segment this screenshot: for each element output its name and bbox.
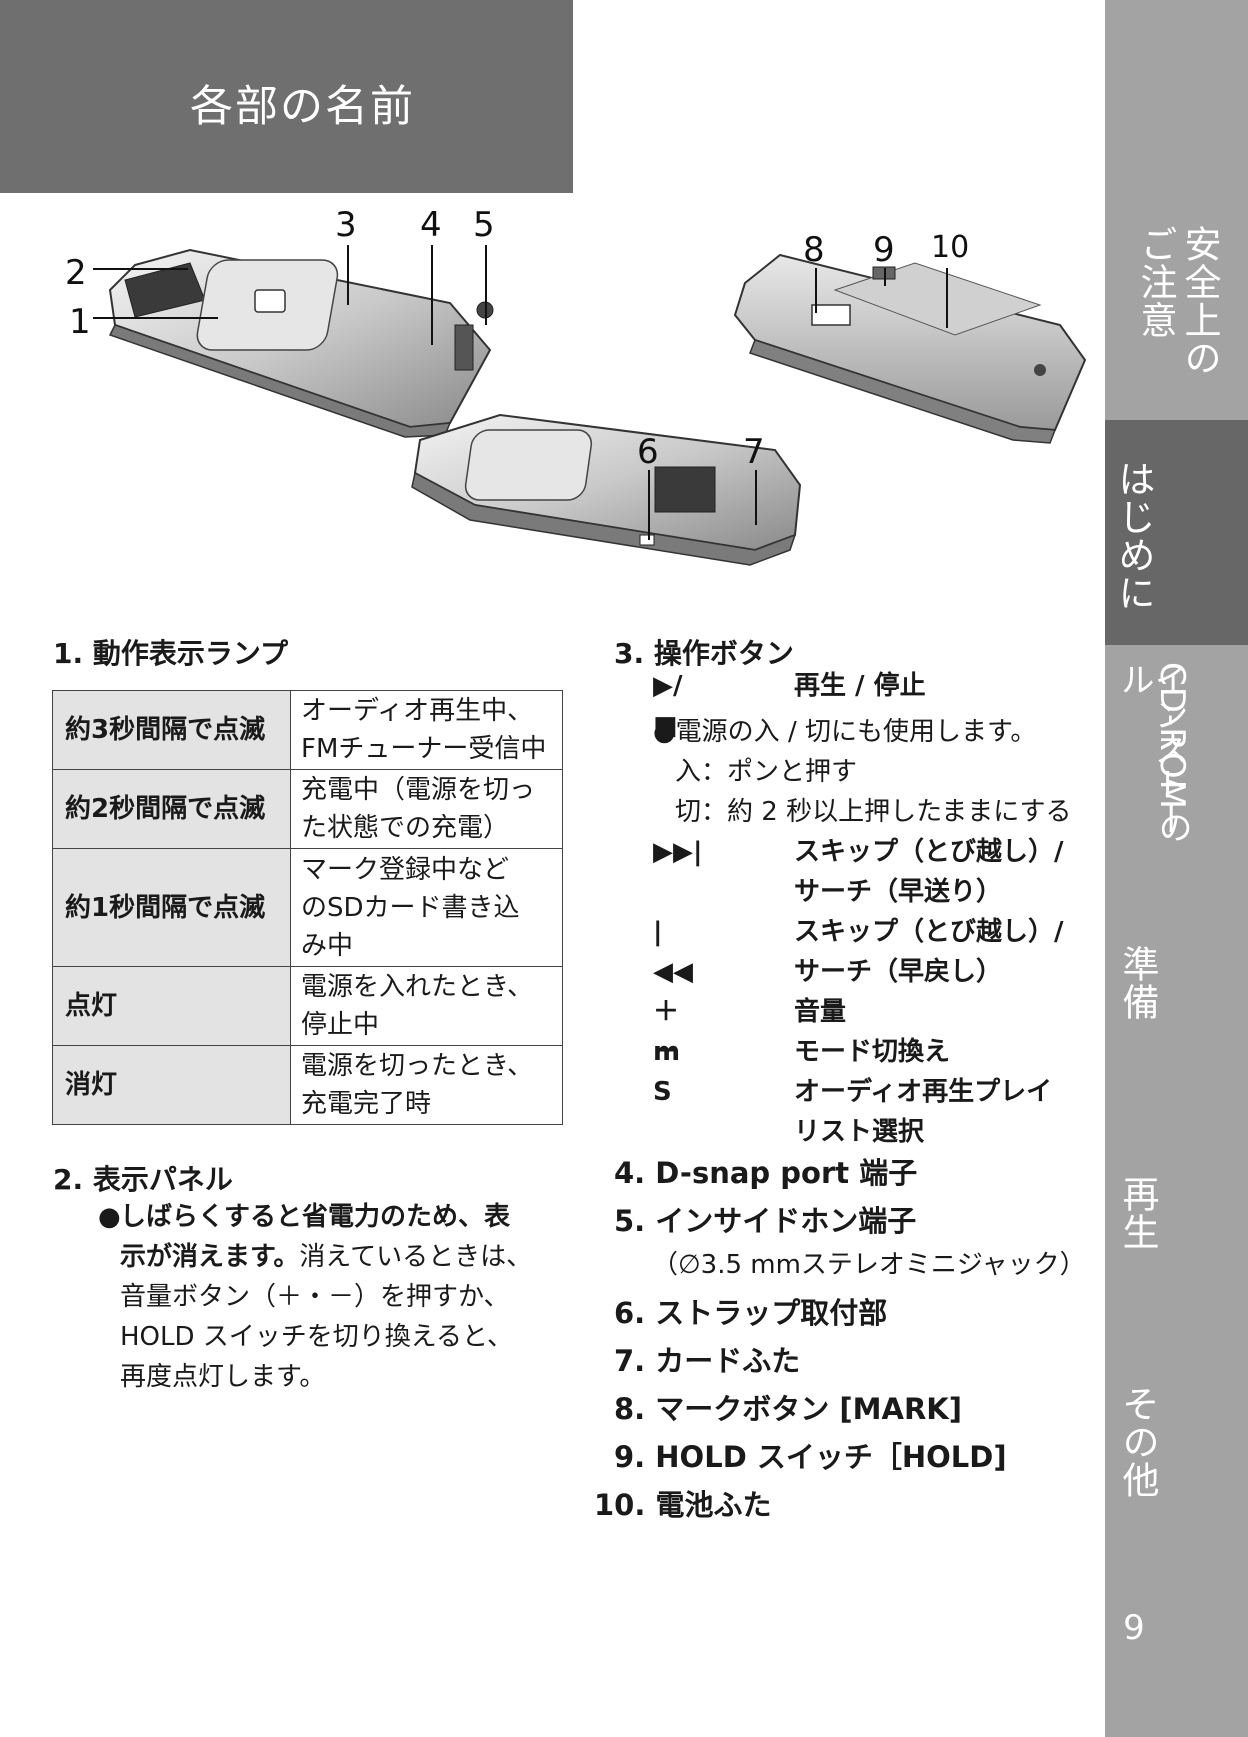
callout-9: 9 [873, 230, 895, 270]
tab-cdrom-install[interactable]: CD-ROMの インストール [1105, 660, 1248, 870]
callout-10: 10 [931, 230, 970, 265]
lamp-state: 点灯 [52, 966, 291, 1046]
leader-1 [93, 317, 218, 319]
table-row: 約1秒間隔で点滅 マーク登録中などのSDカード書き込み中 [52, 848, 563, 967]
lamp-state: 約2秒間隔で点滅 [52, 769, 291, 849]
leader-10 [946, 268, 948, 328]
tab-cdrom-line2: インストール [1114, 662, 1188, 837]
leader-9 [884, 268, 886, 286]
list-item: 5. インサイドホン端子 [614, 1204, 917, 1238]
play-stop-symbol: ▶/■ [653, 671, 683, 741]
lamp-state: 約3秒間隔で点滅 [52, 690, 291, 770]
leader-8 [815, 268, 817, 313]
tab-other-label: その他 [1116, 1385, 1159, 1499]
leader-7 [755, 470, 757, 525]
table-row: 約2秒間隔で点滅 充電中（電源を切った状態での充電） [52, 769, 563, 849]
tab-cdrom-line1: CD-ROMの [1152, 662, 1192, 845]
tab-introduction[interactable]: はじめに [1105, 420, 1248, 645]
device-drawings [108, 248, 1087, 566]
jack-note: （∅3.5 mmステレオミニジャック） [652, 1250, 1086, 1280]
callout-8: 8 [803, 230, 825, 270]
list-item: 4. D-snap port 端子 [614, 1156, 918, 1190]
device-side-view [411, 413, 802, 566]
playlist-icon: S [653, 1077, 672, 1107]
display-panel-note: ●しばらくすると省電力のため、表 示が消えます。消えているときは、 音量ボタン（… [98, 1197, 568, 1397]
mode-icon: m [653, 1037, 681, 1067]
tab-introduction-label: はじめに [1112, 460, 1155, 612]
callout-1: 1 [69, 302, 91, 342]
tab-safety-line2: ご注意 [1134, 225, 1177, 339]
device-front-view [108, 248, 494, 438]
lamp-desc: 電源を切ったとき、充電完了時 [290, 1045, 563, 1125]
skip-forward-icon: ▶▶| [653, 837, 703, 867]
table-row: 約3秒間隔で点滅 オーディオ再生中、FMチューナー受信中 [52, 690, 563, 770]
chapter-sidebar: 安全上の ご注意 はじめに CD-ROMの インストール 準備 再生 その他 [1105, 0, 1248, 1737]
bullet: ● [98, 1202, 121, 1232]
table-row: 点灯 電源を入れたとき、停止中 [52, 966, 563, 1046]
device-illustration: 2 1 3 4 5 8 9 10 6 7 [55, 205, 1095, 620]
lamp-state: 消灯 [52, 1045, 291, 1125]
table-row: 消灯 電源を切ったとき、充電完了時 [52, 1045, 563, 1125]
volume-icon: ＋ － [653, 997, 706, 1067]
device-back-view [733, 253, 1087, 444]
callout-4: 4 [420, 205, 442, 245]
page-title: 各部の名前 [190, 82, 415, 132]
list-item: 7. カードふた [614, 1344, 801, 1378]
skip-back-icon: |◀◀ [653, 917, 693, 987]
status-lamp-table: 約3秒間隔で点滅 オーディオ再生中、FMチューナー受信中 約2秒間隔で点滅 充電… [52, 690, 563, 1125]
header-band: 各部の名前 [0, 0, 573, 193]
leader-5 [485, 245, 487, 325]
section3-title: 3. 操作ボタン [614, 637, 794, 670]
list-item: 6. ストラップ取付部 [614, 1296, 888, 1330]
tab-other[interactable]: その他 [1105, 1385, 1248, 1505]
tab-preparation-label: 準備 [1116, 945, 1159, 1021]
tab-safety[interactable]: 安全上の ご注意 [1105, 225, 1248, 385]
lamp-desc: 充電中（電源を切った状態での充電） [290, 769, 563, 849]
power-note: ●電源の入 / 切にも使用します。 [653, 717, 1037, 747]
lamp-state: 約1秒間隔で点滅 [52, 848, 291, 967]
section1-title: 1. 動作表示ランプ [53, 637, 289, 670]
leader-3 [347, 245, 349, 305]
callout-6: 6 [637, 432, 659, 472]
list-item: 8. マークボタン [MARK] [614, 1392, 963, 1426]
tab-playback-label: 再生 [1116, 1175, 1159, 1251]
section2-title: 2. 表示パネル [53, 1163, 233, 1196]
callout-7: 7 [743, 432, 765, 472]
leader-6 [648, 470, 650, 540]
callout-3: 3 [335, 205, 357, 245]
lamp-desc: 電源を入れたとき、停止中 [290, 966, 563, 1046]
tab-safety-line1: 安全上の [1178, 225, 1221, 377]
list-item: 9. HOLD スイッチ［HOLD] [614, 1440, 1007, 1474]
callout-5: 5 [473, 205, 495, 245]
lamp-desc: オーディオ再生中、FMチューナー受信中 [290, 690, 563, 770]
lamp-desc: マーク登録中などのSDカード書き込み中 [290, 848, 563, 967]
tab-playback[interactable]: 再生 [1105, 1175, 1248, 1275]
list-item: 10. 電池ふた [594, 1488, 772, 1522]
callout-2: 2 [65, 253, 87, 293]
leader-4 [431, 245, 433, 345]
leader-2 [93, 268, 188, 270]
tab-preparation[interactable]: 準備 [1105, 945, 1248, 1045]
page-number: 9 [1123, 1608, 1145, 1648]
